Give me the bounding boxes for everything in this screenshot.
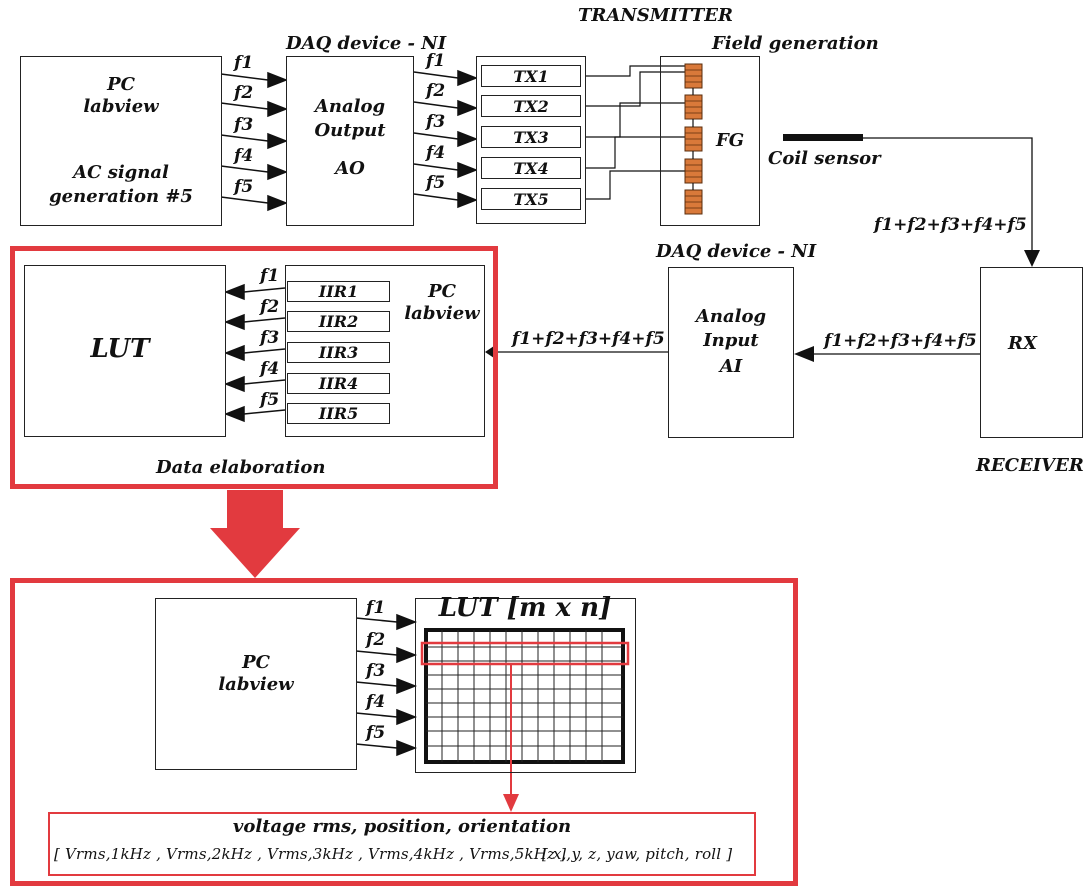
iir-filter: IIR5 xyxy=(287,403,390,424)
ao-to-tx-arrows xyxy=(413,69,479,209)
sum-label-top: f1+f2+f3+f4+f5 xyxy=(874,215,1027,235)
freq-label: f3 xyxy=(426,112,446,132)
transmitter-label: TRANSMITTER xyxy=(578,5,733,26)
tx-channel: TX1 xyxy=(481,65,581,87)
freq-label: f4 xyxy=(366,692,386,712)
data-elaboration-label: Data elaboration xyxy=(156,457,326,478)
sensor-to-rx-wire xyxy=(863,137,1033,253)
ao-line1: Analog xyxy=(314,96,386,117)
freq-label: f2 xyxy=(260,297,280,317)
freq-label: f2 xyxy=(234,83,254,103)
output-vector-box xyxy=(48,812,756,876)
freq-label: f1 xyxy=(234,53,254,73)
freq-label: f4 xyxy=(426,143,446,163)
pc-bottom-line1: PC xyxy=(242,652,270,673)
pc-mid-line1: PC xyxy=(428,281,456,302)
freq-label: f3 xyxy=(366,661,386,681)
output-formula-left: [ Vrms,1kHz , Vrms,2kHz , Vrms,3kHz , Vr… xyxy=(54,845,572,863)
iir-filter: IIR2 xyxy=(287,311,390,332)
lut-matrix-label: LUT [m x n] xyxy=(438,593,612,623)
pc-mid-line2: labview xyxy=(404,303,480,324)
freq-label: f4 xyxy=(260,359,280,379)
freq-label: f1 xyxy=(260,266,280,286)
lut-detail-frame xyxy=(10,578,798,886)
freq-label: f3 xyxy=(234,115,254,135)
field-generation-label: Field generation xyxy=(712,33,879,54)
pc-labview-signal-box xyxy=(20,56,222,226)
ao-line3: AO xyxy=(335,158,365,179)
coil-sensor-bar xyxy=(783,134,863,141)
iir-to-lut-arrows xyxy=(223,283,286,423)
pc-top-line2: labview xyxy=(83,96,159,117)
receiver-box xyxy=(980,267,1083,438)
freq-label: f3 xyxy=(260,328,280,348)
iir-filter: IIR3 xyxy=(287,342,390,363)
iir-filter: IIR4 xyxy=(287,373,390,394)
rx-label: RX xyxy=(1008,333,1037,354)
freq-label: f5 xyxy=(234,177,254,197)
pc-labview-bottom-box xyxy=(155,598,357,770)
tx-channel: TX2 xyxy=(481,95,581,117)
daq-device-mid-label: DAQ device - NI xyxy=(656,241,817,262)
freq-label: f2 xyxy=(426,81,446,101)
freq-label: f5 xyxy=(426,173,446,193)
freq-label: f5 xyxy=(366,723,386,743)
freq-label: f1 xyxy=(426,51,446,71)
ai-line3: AI xyxy=(719,356,743,377)
lut-label: LUT xyxy=(90,334,150,364)
ai-line1: Analog xyxy=(695,306,767,327)
lut-matrix-box xyxy=(415,598,636,773)
iir-filter: IIR1 xyxy=(287,281,390,302)
freq-label: f5 xyxy=(260,390,280,410)
tx-to-coil-wires xyxy=(582,65,690,200)
ao-line2: Output xyxy=(314,120,386,141)
analog-output-box xyxy=(286,56,414,226)
tx-channel: TX4 xyxy=(481,157,581,179)
ai-line2: Input xyxy=(703,330,759,351)
tx-channel: TX5 xyxy=(481,188,581,210)
daq-device-top-label: DAQ device - NI xyxy=(286,33,447,54)
lut-box xyxy=(24,265,226,437)
fg-label: FG xyxy=(716,130,745,151)
freq-label: f4 xyxy=(234,146,254,166)
highlighted-row xyxy=(420,641,630,666)
tx-channel: TX3 xyxy=(481,126,581,148)
big-red-arrow xyxy=(210,490,300,578)
sum-label-rx-ai: f1+f2+f3+f4+f5 xyxy=(824,331,977,351)
pc-to-ao-arrows xyxy=(220,71,289,212)
freq-label: f2 xyxy=(366,630,386,650)
pc-to-lut-arrows xyxy=(355,613,418,757)
pc-top-line4: generation #5 xyxy=(49,186,193,207)
pc-labview-mid-box xyxy=(285,265,485,437)
pc-top-line1: PC xyxy=(107,74,135,95)
lut-matrix-grid xyxy=(424,628,625,764)
coil-sensor-label: Coil sensor xyxy=(768,148,881,169)
field-generator-box xyxy=(660,56,760,226)
pc-top-line3: AC signal xyxy=(73,162,169,183)
pc-bottom-line2: labview xyxy=(218,674,294,695)
analog-input-box xyxy=(668,267,794,438)
output-title: voltage rms, position, orientation xyxy=(232,816,572,837)
sum-label-ai-pc: f1+f2+f3+f4+f5 xyxy=(512,329,665,349)
output-formula-right: [ x, y, z, yaw, pitch, roll ] xyxy=(542,845,733,863)
receiver-label: RECEIVER xyxy=(976,455,1084,476)
data-elaboration-frame xyxy=(10,246,498,489)
freq-label: f1 xyxy=(366,598,386,618)
